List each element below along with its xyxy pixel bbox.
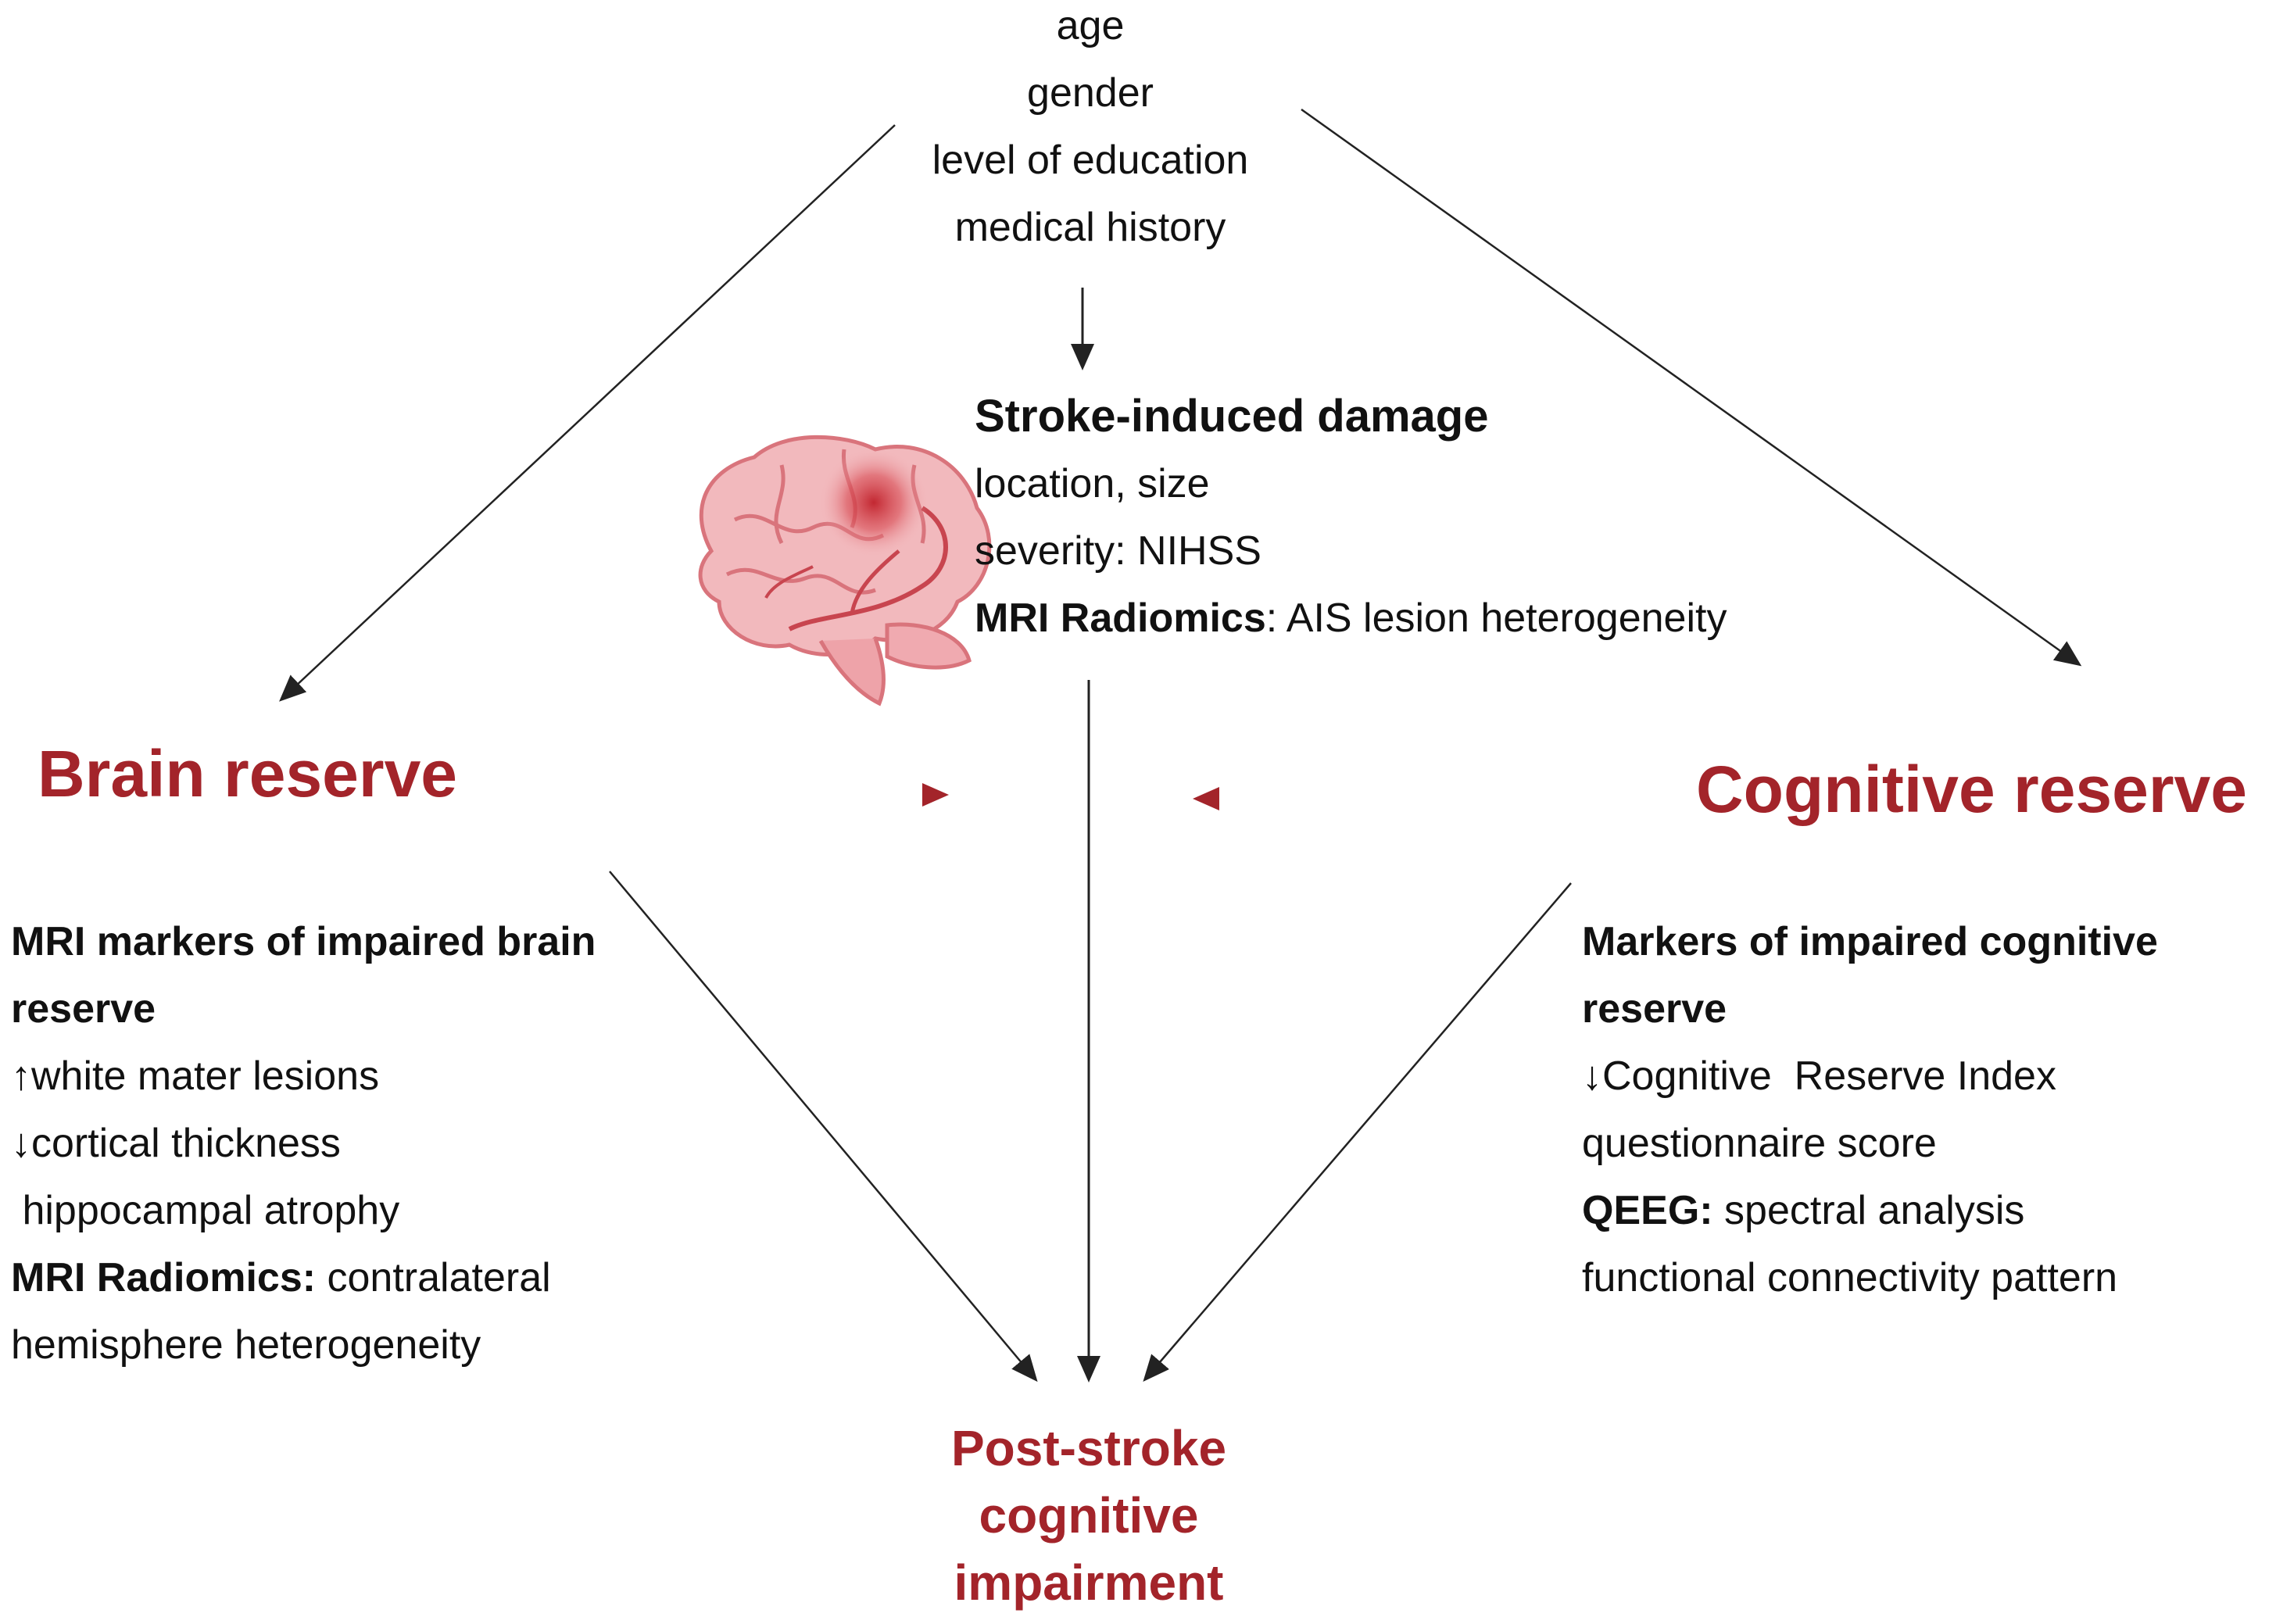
arrow-factors-to-brain-reserve xyxy=(279,124,896,702)
factor-age: age xyxy=(1056,3,1125,48)
cognitive-reserve-markers: Markers of impaired cognitive reserve ↓C… xyxy=(1582,908,2158,1311)
brain-marker-radiomics: MRI Radiomics: contralateral xyxy=(11,1244,596,1311)
brain-marker-hemisphere: hemisphere heterogeneity xyxy=(11,1322,481,1368)
outcome-line-2: cognitive xyxy=(979,1487,1199,1544)
stroke-damage-title: Stroke-induced damage xyxy=(975,391,1489,442)
brain-markers-title-2: reserve xyxy=(11,986,156,1032)
brain-markers-title-1: MRI markers of impaired brain xyxy=(11,919,596,964)
outcome-block: Post-stroke cognitive impairment xyxy=(854,1415,1323,1616)
brain-reserve-markers: MRI markers of impaired brain reserve ↑w… xyxy=(11,908,596,1379)
brain-marker-cortical-thickness: ↓cortical thickness xyxy=(11,1121,341,1166)
factor-education: level of education xyxy=(932,138,1249,183)
stroke-radiomics-value: : AIS lesion heterogeneity xyxy=(1265,596,1727,641)
cognitive-marker-connectivity: functional connectivity pattern xyxy=(1582,1255,2118,1300)
cognitive-markers-title-2: reserve xyxy=(1582,986,1727,1032)
stroke-damage-block: Stroke-induced damage location, size sev… xyxy=(975,383,1727,652)
cognitive-marker-cri: ↓Cognitive Reserve Index xyxy=(1582,1053,2056,1099)
outcome-line-1: Post-stroke xyxy=(950,1420,1227,1476)
arrow-factors-to-cognitive-reserve xyxy=(1301,108,2082,667)
arrow-brain-reserve-to-outcome xyxy=(609,871,1038,1383)
brain-radiomics-label: MRI Radiomics: xyxy=(11,1255,317,1300)
cognitive-markers-title-1: Markers of impaired cognitive xyxy=(1582,919,2158,964)
stroke-location-size: location, size xyxy=(975,461,1210,506)
factor-medical-history: medical history xyxy=(954,205,1226,250)
cognitive-marker-questionnaire: questionnaire score xyxy=(1582,1121,1937,1166)
factor-gender: gender xyxy=(1027,70,1154,116)
qeeg-label: QEEG: xyxy=(1582,1188,1713,1233)
brain-marker-white-matter: ↑white mater lesions xyxy=(11,1053,380,1099)
qeeg-value: spectral analysis xyxy=(1712,1188,2025,1233)
outcome-line-3: impairment xyxy=(954,1554,1224,1611)
brain-icon xyxy=(698,435,992,706)
brain-radiomics-value: contralateral xyxy=(316,1255,551,1300)
factors-list: age gender level of education medical hi… xyxy=(848,0,1333,261)
stroke-radiomics: MRI Radiomics: AIS lesion heterogeneity xyxy=(975,585,1727,652)
stroke-severity: severity: NIHSS xyxy=(975,528,1261,574)
cognitive-reserve-title: Cognitive reserve xyxy=(1696,753,2247,826)
brain-marker-hippocampal: hippocampal atrophy xyxy=(11,1188,400,1233)
arrow-cognitive-reserve-to-outcome xyxy=(1143,882,1572,1383)
cognitive-marker-qeeg: QEEG: spectral analysis xyxy=(1582,1177,2158,1244)
stroke-radiomics-label: MRI Radiomics xyxy=(975,596,1266,641)
brain-reserve-title: Brain reserve xyxy=(38,737,458,810)
